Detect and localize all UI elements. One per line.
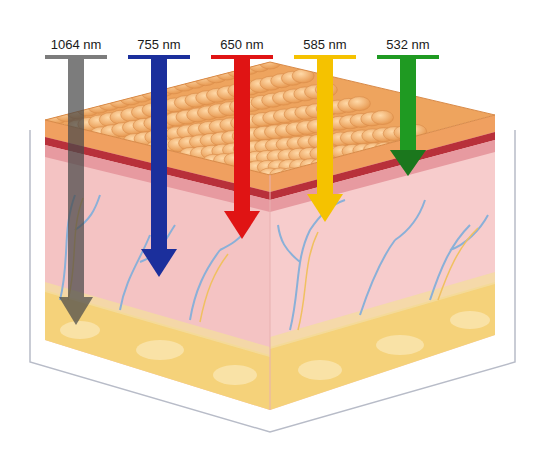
skin-cell [348, 97, 370, 111]
skin-cell [366, 167, 388, 181]
skin-cell [420, 167, 442, 181]
skin-cell [334, 167, 356, 181]
skin-cell [428, 138, 450, 152]
wavelength-label: 650 nm [220, 37, 263, 52]
skin-cell [372, 111, 394, 125]
skin-cell [364, 156, 386, 170]
right-face [265, 100, 505, 420]
skin-cell [484, 166, 506, 180]
skin-cell [377, 167, 399, 181]
skin-cell [343, 157, 365, 171]
skin-cell [292, 69, 314, 83]
wavelength-label: 585 nm [303, 37, 346, 52]
skin-cell [461, 152, 483, 166]
wavelength-label: 1064 nm [51, 37, 102, 52]
wavelength-label: 532 nm [386, 37, 429, 52]
skin-cell [441, 166, 463, 180]
skin-cell [291, 168, 313, 182]
skin-cell [439, 153, 461, 167]
skin-cell [354, 156, 376, 170]
skin-cell [430, 167, 452, 181]
skin-cell [280, 168, 302, 182]
skin-cell [473, 166, 495, 180]
laser-arrows [45, 55, 439, 325]
skin-cell [452, 166, 474, 180]
skin-cell [345, 167, 367, 181]
skin-cell [429, 153, 451, 167]
skin-cell [332, 157, 354, 171]
wavelength-label: 755 nm [137, 37, 180, 52]
skin-cell [463, 166, 485, 180]
skin-cell [450, 153, 472, 167]
skin-cell [375, 156, 397, 170]
top-surface [34, 55, 506, 182]
skin-cell [355, 167, 377, 181]
